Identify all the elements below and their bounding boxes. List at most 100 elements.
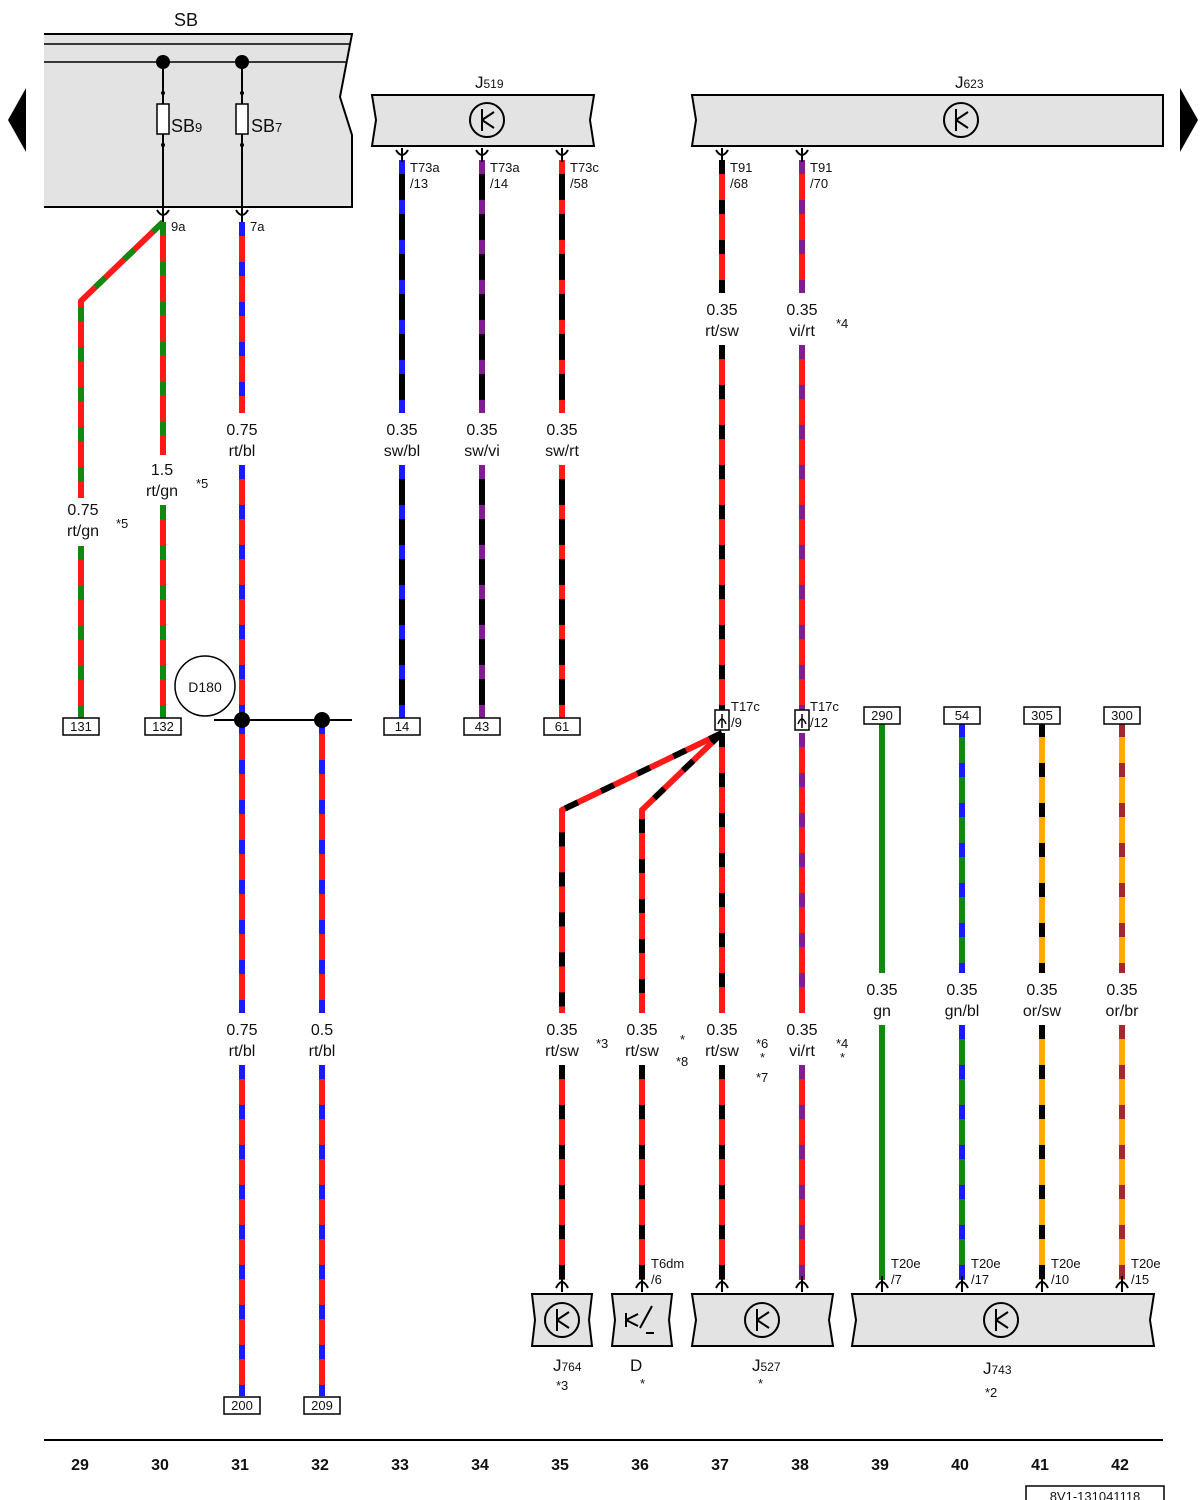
column-number: 29 bbox=[71, 1457, 89, 1474]
splice-node-32 bbox=[314, 712, 330, 728]
reference-box-61[interactable]: 61 bbox=[543, 717, 581, 736]
connector-top-1-icon bbox=[395, 148, 409, 162]
reference-box-132[interactable]: 132 bbox=[144, 717, 182, 736]
connector-bottom-4-icon bbox=[795, 1276, 809, 1292]
pin-7a: 7a bbox=[250, 219, 265, 234]
j527-ecu-icon bbox=[744, 1302, 780, 1338]
note-36: *8 bbox=[676, 1054, 688, 1069]
pin-t6dm-6: T6dm/6 bbox=[651, 1256, 684, 1287]
column-number: 39 bbox=[871, 1457, 889, 1474]
reference-box-14[interactable]: 14 bbox=[383, 717, 421, 736]
control-unit-j623 bbox=[690, 94, 1164, 147]
reference-box-305[interactable]: 305 bbox=[1023, 706, 1061, 725]
reference-box-43[interactable]: 43 bbox=[463, 717, 501, 736]
note-37-b: *7 bbox=[756, 1070, 768, 1085]
column-number: 31 bbox=[231, 1457, 249, 1474]
j623-label: J623 bbox=[955, 73, 984, 92]
reference-box-54[interactable]: 54 bbox=[943, 706, 981, 725]
fuse-sb9-label: SB9 bbox=[171, 116, 202, 136]
reference-box-200[interactable]: 200 bbox=[223, 1396, 261, 1415]
reference-label: 61 bbox=[555, 719, 569, 734]
reference-label: 290 bbox=[871, 708, 893, 723]
j527-label: J527 bbox=[752, 1356, 781, 1375]
j527-note: * bbox=[758, 1376, 763, 1391]
connector-bottom-1-icon bbox=[555, 1276, 569, 1292]
control-unit-j764 bbox=[530, 1293, 594, 1347]
pin-t20e-17: T20e/17 bbox=[971, 1256, 1001, 1287]
note-38-bottom: *4 bbox=[836, 1036, 848, 1051]
splice-node-31 bbox=[234, 712, 250, 728]
reference-box-131[interactable]: 131 bbox=[62, 717, 100, 736]
pin-t20e-10: T20e/10 bbox=[1051, 1256, 1081, 1287]
fuse-sb9 bbox=[156, 55, 170, 214]
pin-t20e-7: T20e/7 bbox=[891, 1256, 921, 1287]
control-unit-j743 bbox=[850, 1293, 1156, 1347]
pin-t91-70: T91/70 bbox=[810, 160, 832, 191]
reference-label: 209 bbox=[311, 1398, 333, 1413]
connector-top-5-icon bbox=[795, 148, 809, 162]
fuse-holder-sb bbox=[44, 33, 354, 208]
note-36-star: * bbox=[680, 1032, 685, 1047]
pin-t91-68: T91/68 bbox=[730, 160, 752, 191]
previous-page-arrow-icon[interactable] bbox=[8, 88, 26, 152]
wire-35b-upper bbox=[559, 730, 724, 1013]
connector-bottom-6-icon bbox=[955, 1276, 969, 1292]
fuse-sb7 bbox=[235, 55, 249, 214]
reference-box-290[interactable]: 290 bbox=[863, 706, 901, 725]
note-35: *3 bbox=[596, 1036, 608, 1051]
reference-label: 14 bbox=[395, 719, 409, 734]
connector-bottom-7-icon bbox=[1035, 1276, 1049, 1292]
column-number: 41 bbox=[1031, 1457, 1049, 1474]
j743-label: J743 bbox=[983, 1359, 1012, 1378]
connector-t17c-12-icon bbox=[794, 709, 810, 731]
j519-label: J519 bbox=[475, 73, 504, 92]
connector-7a-icon bbox=[235, 208, 249, 222]
doc-id-box bbox=[1025, 1485, 1165, 1500]
column-number: 37 bbox=[711, 1457, 729, 1474]
connector-top-3-icon bbox=[555, 148, 569, 162]
next-page-arrow-icon[interactable] bbox=[1180, 88, 1198, 152]
fuse-sb7-label: SB7 bbox=[251, 116, 282, 136]
splice-d180-label: D180 bbox=[188, 679, 222, 695]
wire-29 bbox=[78, 219, 166, 498]
j764-note: *3 bbox=[556, 1378, 568, 1393]
connector-top-2-icon bbox=[475, 148, 489, 162]
column-number: 34 bbox=[471, 1457, 489, 1474]
control-unit-j527 bbox=[690, 1293, 835, 1347]
j764-label: J764 bbox=[553, 1356, 582, 1375]
note-38-star: * bbox=[840, 1050, 845, 1065]
reference-box-300[interactable]: 300 bbox=[1103, 706, 1141, 725]
pin-t20e-15: T20e/15 bbox=[1131, 1256, 1161, 1287]
pin-t17c-9: T17c/9 bbox=[731, 699, 760, 730]
note-37-a: *6 bbox=[756, 1036, 768, 1051]
column-number: 38 bbox=[791, 1457, 809, 1474]
j764-ecu-icon bbox=[544, 1302, 580, 1338]
splice-d180-circle bbox=[174, 655, 236, 717]
reference-box-209[interactable]: 209 bbox=[303, 1396, 341, 1415]
pin-t17c-12: T17c/12 bbox=[810, 699, 839, 730]
connector-9a-icon bbox=[156, 208, 170, 222]
d-label: D bbox=[630, 1356, 642, 1375]
d-note: * bbox=[640, 1376, 645, 1391]
reference-label: 43 bbox=[475, 719, 489, 734]
j743-note: *2 bbox=[985, 1385, 997, 1400]
column-number: 30 bbox=[151, 1457, 169, 1474]
column-number: 36 bbox=[631, 1457, 649, 1474]
